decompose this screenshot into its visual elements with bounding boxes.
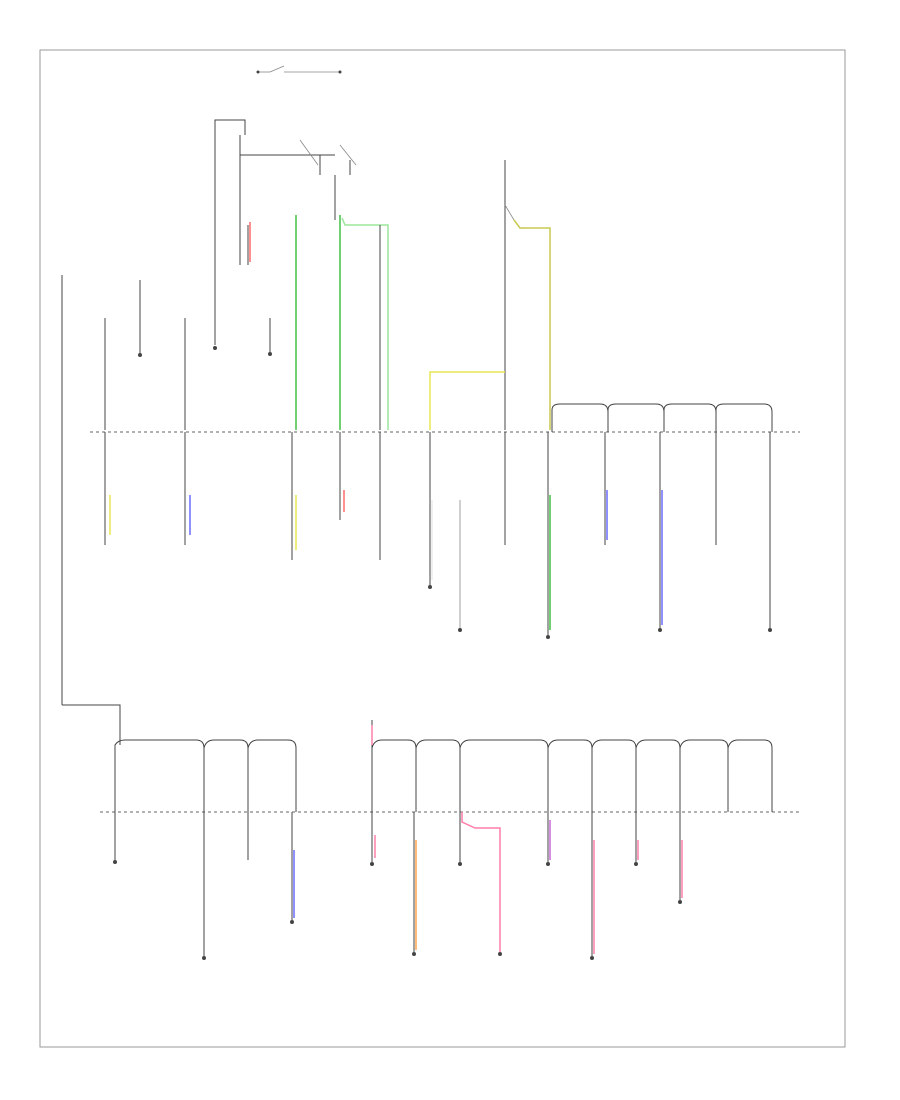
lower-bus-loops bbox=[114, 720, 773, 812]
ignition-feed bbox=[214, 119, 357, 345]
upper-bus-loops bbox=[551, 403, 773, 432]
upper-branches bbox=[104, 432, 772, 639]
top-switch bbox=[256, 65, 342, 74]
right-top-feed bbox=[429, 160, 551, 430]
lower-branches bbox=[113, 812, 683, 960]
left-feeds bbox=[61, 248, 272, 745]
upper-colored-wires bbox=[249, 175, 389, 430]
diagram-frame bbox=[39, 49, 846, 1048]
